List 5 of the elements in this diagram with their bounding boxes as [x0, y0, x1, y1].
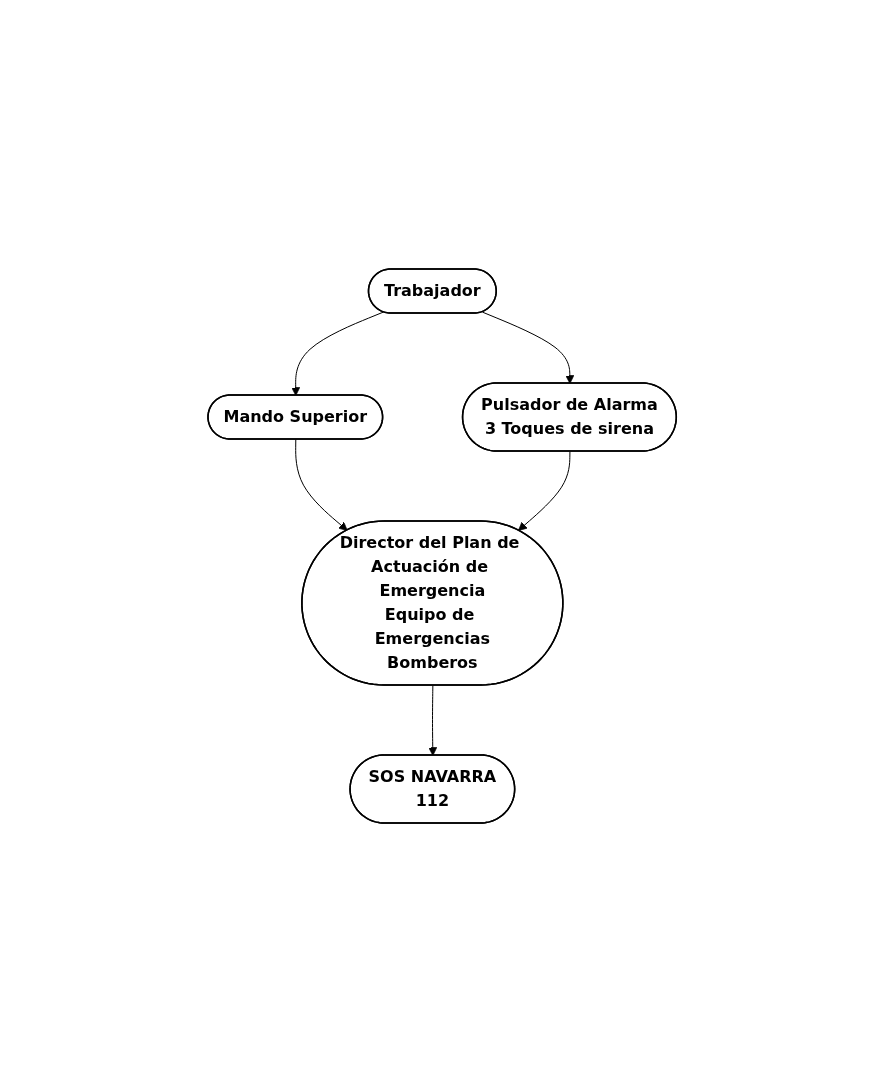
arrow: [428, 684, 437, 756]
arrow: [481, 311, 575, 384]
arrow: [295, 438, 348, 531]
arrow: [291, 311, 384, 396]
arrow: [517, 450, 571, 531]
